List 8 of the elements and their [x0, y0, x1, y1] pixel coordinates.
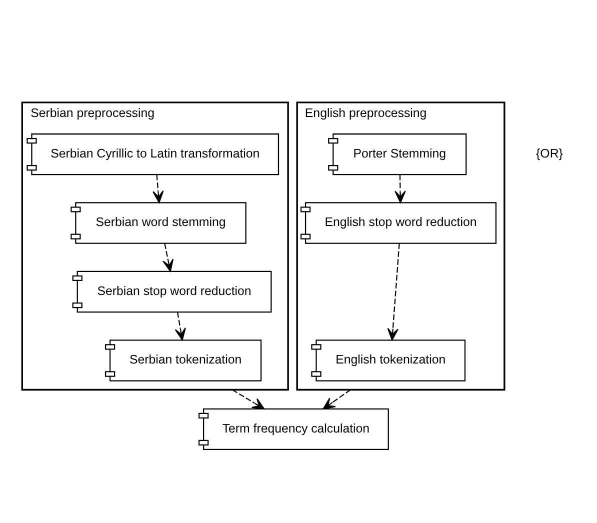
arrow: [232, 388, 265, 409]
arrow: [322, 388, 351, 409]
arrow: [162, 242, 174, 272]
arrow: [174, 312, 186, 340]
label: {OR}: [536, 146, 563, 160]
arrow: [394, 174, 406, 203]
arrow: [152, 174, 164, 203]
arrow: [387, 242, 400, 340]
